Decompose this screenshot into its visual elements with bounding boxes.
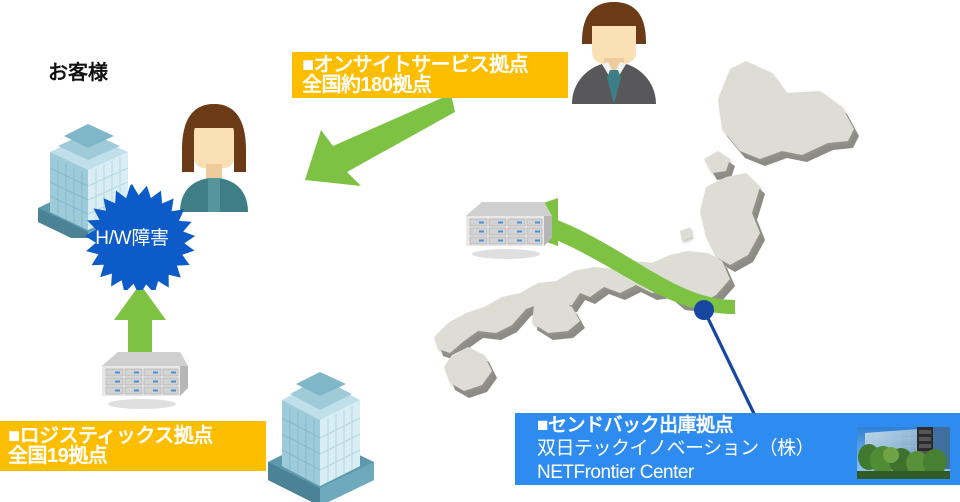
- sendback-site-marker[interactable]: [680, 296, 820, 426]
- sendback-callout-line1: ■センドバック出庫拠点: [537, 415, 733, 437]
- customer-label: お客様: [48, 62, 108, 84]
- female-customer-avatar: [180, 104, 248, 212]
- logistics-callout-line1: ■ロジスティックス拠点: [8, 424, 213, 447]
- onsite-callout-line1: ■オンサイトサービス拠点: [302, 53, 529, 76]
- hw-failure-label: H/W障害: [95, 227, 169, 249]
- onsite-callout-line2: 全国約180拠点: [302, 74, 432, 96]
- onsite-service-callout[interactable]: ■オンサイトサービス拠点 全国約180拠点: [292, 52, 568, 98]
- sendback-callout-line2: 双日テックイノベーション（株）: [537, 438, 815, 460]
- logistics-to-customer-arrow: [114, 284, 166, 378]
- onsite-to-customer-arrow: [305, 94, 455, 186]
- logistics-office-building: [268, 372, 374, 502]
- sendback-callout-line3: NETFrontier Center: [537, 461, 694, 483]
- logistics-callout[interactable]: ■ロジスティックス拠点 全国19拠点: [0, 421, 266, 471]
- netfrontier-center-photo: [857, 427, 950, 479]
- male-engineer-avatar: [572, 2, 656, 104]
- storage-array-device-center: [466, 202, 552, 259]
- storage-array-device-logistics: [102, 352, 188, 409]
- logistics-callout-line2: 全国19拠点: [8, 445, 108, 467]
- hw-failure-starburst: H/W障害: [64, 182, 200, 290]
